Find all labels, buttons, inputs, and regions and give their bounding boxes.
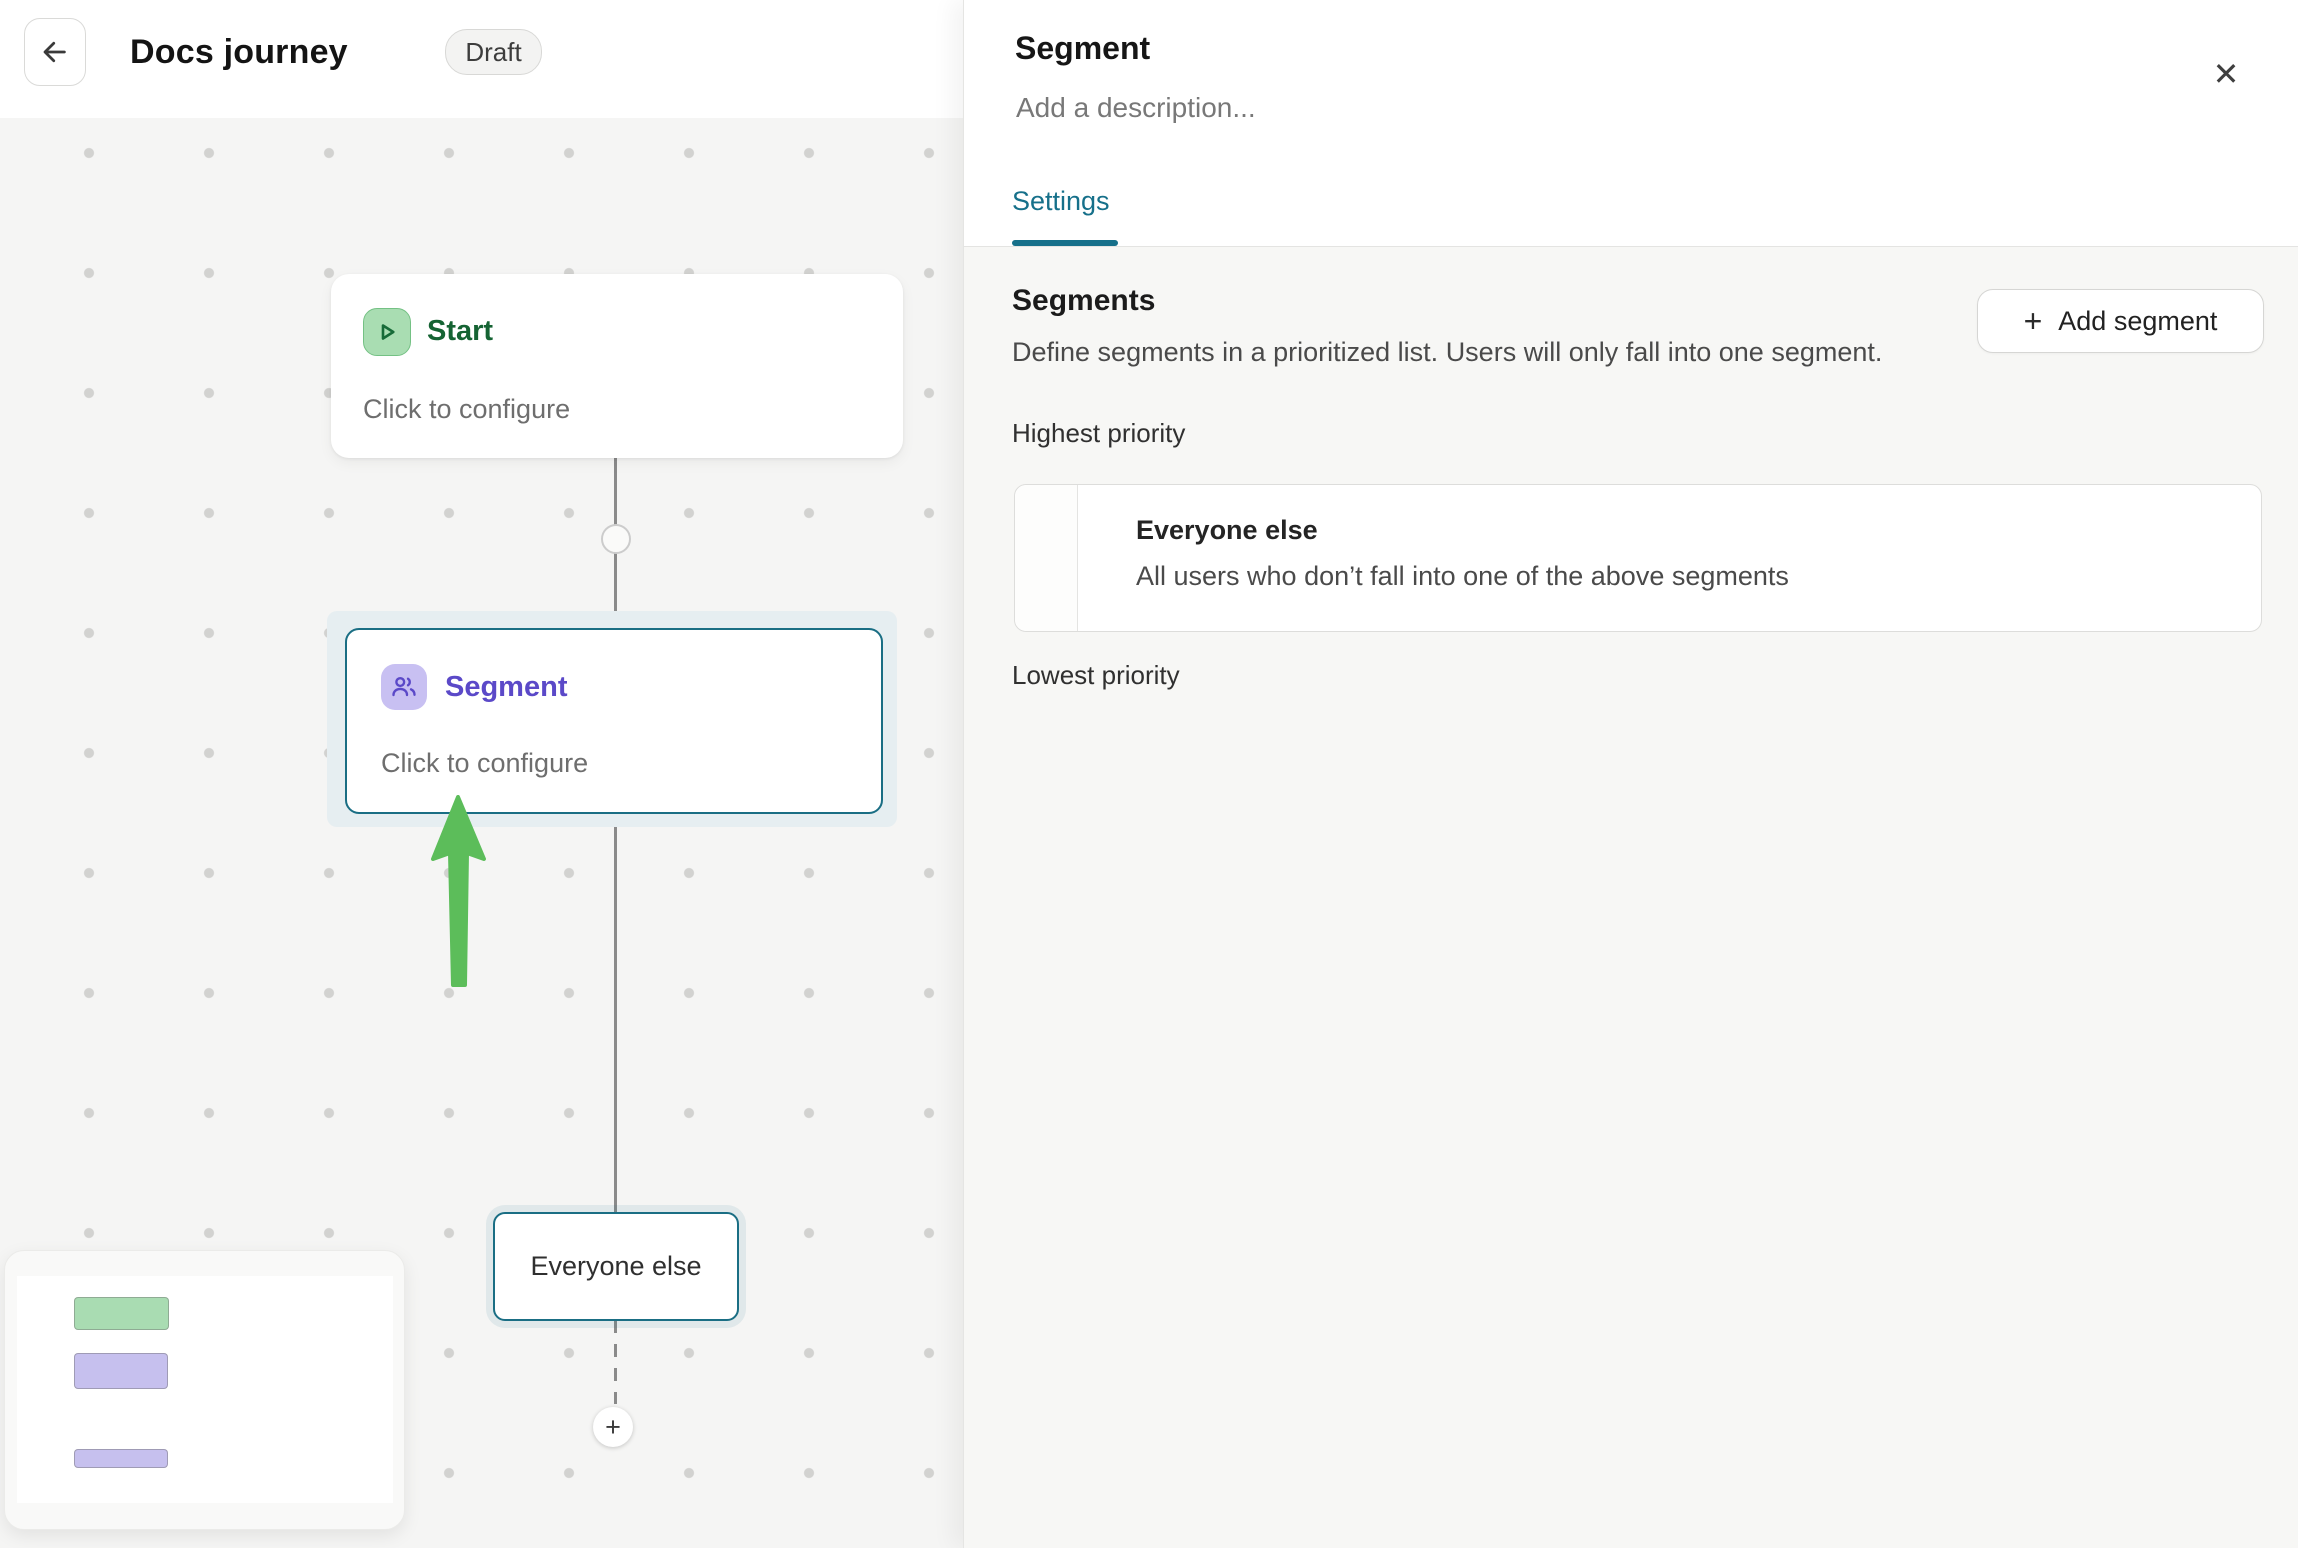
minimap-segment-node xyxy=(74,1353,168,1389)
segment-node[interactable] xyxy=(345,628,883,814)
start-node-title: Start xyxy=(427,315,494,347)
status-badge: Draft xyxy=(445,29,542,75)
segments-description: Define segments in a prioritized list. U… xyxy=(1012,337,1883,367)
add-segment-button[interactable]: + Add segment xyxy=(1977,289,2264,353)
everyone-else-node[interactable]: Everyone else xyxy=(493,1212,739,1321)
tab-active-underline xyxy=(1012,240,1118,246)
tab-settings[interactable]: Settings xyxy=(1012,186,1110,216)
lowest-priority-label: Lowest priority xyxy=(1012,660,1180,690)
add-segment-label: Add segment xyxy=(2058,305,2218,336)
segment-node-subtitle: Click to configure xyxy=(381,748,589,778)
plus-icon: + xyxy=(2023,303,2043,339)
panel-tabbar xyxy=(963,0,2298,247)
connector-drop-node xyxy=(601,524,631,554)
drag-handle[interactable] xyxy=(1015,485,1078,631)
people-icon xyxy=(381,664,427,710)
connector-segment-to-everyone xyxy=(614,827,617,1212)
segments-heading: Segments xyxy=(1012,284,1156,317)
panel-content xyxy=(964,247,2298,1548)
green-pointer-arrow xyxy=(431,795,486,987)
segment-node-title: Segment xyxy=(445,671,568,703)
back-button[interactable] xyxy=(24,18,86,86)
minimap-everyone-node xyxy=(74,1449,168,1468)
segment-list-item[interactable]: Everyone else All users who don’t fall i… xyxy=(1014,484,2262,632)
segment-item-description: All users who don’t fall into one of the… xyxy=(1136,561,1789,591)
panel-description-placeholder[interactable]: Add a description... xyxy=(1016,92,1256,123)
segment-item-name: Everyone else xyxy=(1136,515,1318,545)
highest-priority-label: Highest priority xyxy=(1012,418,1186,448)
play-icon xyxy=(363,308,411,356)
panel-title: Segment xyxy=(1015,30,1151,66)
back-arrow-icon xyxy=(43,41,66,63)
start-node[interactable] xyxy=(331,274,903,458)
journey-title: Docs journey xyxy=(130,33,348,71)
minimap-start-node xyxy=(74,1297,169,1330)
connector-dashed-add xyxy=(614,1320,617,1404)
start-node-subtitle: Click to configure xyxy=(363,394,571,424)
close-icon[interactable]: ✕ xyxy=(2212,56,2240,92)
add-step-button[interactable]: + xyxy=(593,1407,633,1447)
